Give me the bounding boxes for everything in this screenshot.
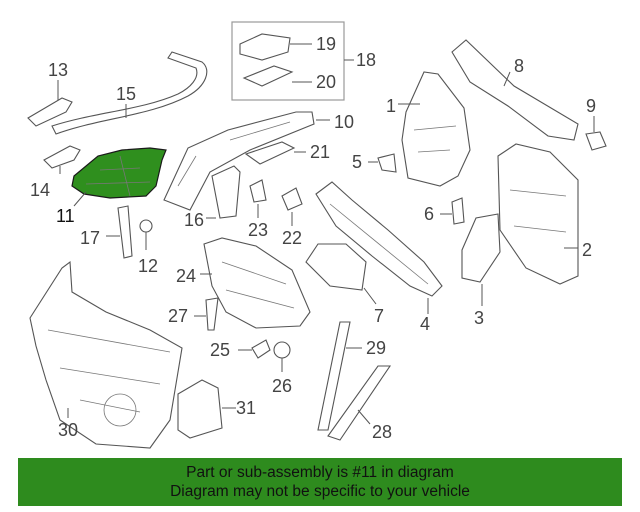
- part-1[interactable]: [401, 71, 471, 187]
- part-26[interactable]: [273, 341, 291, 359]
- part-28[interactable]: [327, 365, 392, 441]
- notice-line-disclaimer: Diagram may not be specific to your vehi…: [170, 483, 470, 500]
- part-14[interactable]: [43, 145, 81, 169]
- part-27[interactable]: [205, 297, 219, 331]
- part-3[interactable]: [461, 213, 501, 283]
- callout-28: 28: [372, 422, 392, 442]
- part-24[interactable]: [203, 237, 311, 329]
- callout-22: 22: [282, 228, 302, 248]
- part-29[interactable]: [317, 321, 351, 431]
- part-4[interactable]: [315, 181, 443, 297]
- part-25[interactable]: [251, 339, 271, 359]
- callout-18: 18: [356, 50, 376, 70]
- part-11-highlighted[interactable]: [71, 147, 167, 199]
- part-20[interactable]: [242, 65, 294, 87]
- part-8[interactable]: [451, 39, 579, 141]
- callout-30: 30: [58, 420, 78, 440]
- part-21[interactable]: [244, 141, 296, 165]
- callout-13: 13: [48, 60, 68, 80]
- callout-11: 11: [56, 206, 75, 226]
- callout-17: 17: [80, 228, 100, 248]
- part-2[interactable]: [497, 143, 579, 285]
- callout-8: 8: [514, 56, 524, 76]
- part-31[interactable]: [177, 379, 223, 439]
- callout-14: 14: [30, 180, 50, 200]
- callout-26: 26: [272, 376, 292, 396]
- part-16[interactable]: [211, 165, 241, 219]
- callout-24: 24: [176, 266, 196, 286]
- callout-1: 1: [386, 96, 396, 116]
- part-12[interactable]: [139, 219, 153, 233]
- callout-19: 19: [316, 34, 336, 54]
- part-30[interactable]: [29, 260, 183, 449]
- part-22[interactable]: [281, 187, 303, 211]
- callout-31: 31: [236, 398, 256, 418]
- part-6[interactable]: [451, 197, 465, 225]
- callout-12: 12: [138, 256, 158, 276]
- part-19[interactable]: [239, 33, 291, 61]
- part-10[interactable]: [163, 111, 315, 211]
- part-15[interactable]: [51, 51, 208, 135]
- callout-27: 27: [168, 306, 188, 326]
- callout-2: 2: [582, 240, 592, 260]
- callout-5: 5: [352, 152, 362, 172]
- callout-25: 25: [210, 340, 230, 360]
- notice-line-part: Part or sub-assembly is #11 in diagram: [186, 464, 454, 481]
- callout-6: 6: [424, 204, 434, 224]
- part-13[interactable]: [27, 97, 73, 127]
- part-23[interactable]: [249, 179, 267, 203]
- callout-4: 4: [420, 314, 430, 334]
- callout-15: 15: [116, 84, 136, 104]
- callout-9: 9: [586, 96, 596, 116]
- callout-21: 21: [310, 142, 330, 162]
- part-9[interactable]: [585, 131, 607, 151]
- part-5[interactable]: [377, 153, 397, 173]
- callout-29: 29: [366, 338, 386, 358]
- part-17[interactable]: [117, 205, 133, 259]
- callout-23: 23: [248, 220, 268, 240]
- callout-20: 20: [316, 72, 336, 92]
- part-18-box: [231, 21, 345, 101]
- callout-10: 10: [334, 112, 354, 132]
- highlight-notice-banner: Part or sub-assembly is #11 in diagram D…: [18, 458, 622, 506]
- exploded-parts-diagram: 13 15 14 11 17 12 16 10 19 20 18 21 23 2…: [27, 21, 607, 449]
- part-7[interactable]: [305, 243, 367, 291]
- callout-3: 3: [474, 308, 484, 328]
- callout-16: 16: [184, 210, 204, 230]
- callout-7: 7: [374, 306, 384, 326]
